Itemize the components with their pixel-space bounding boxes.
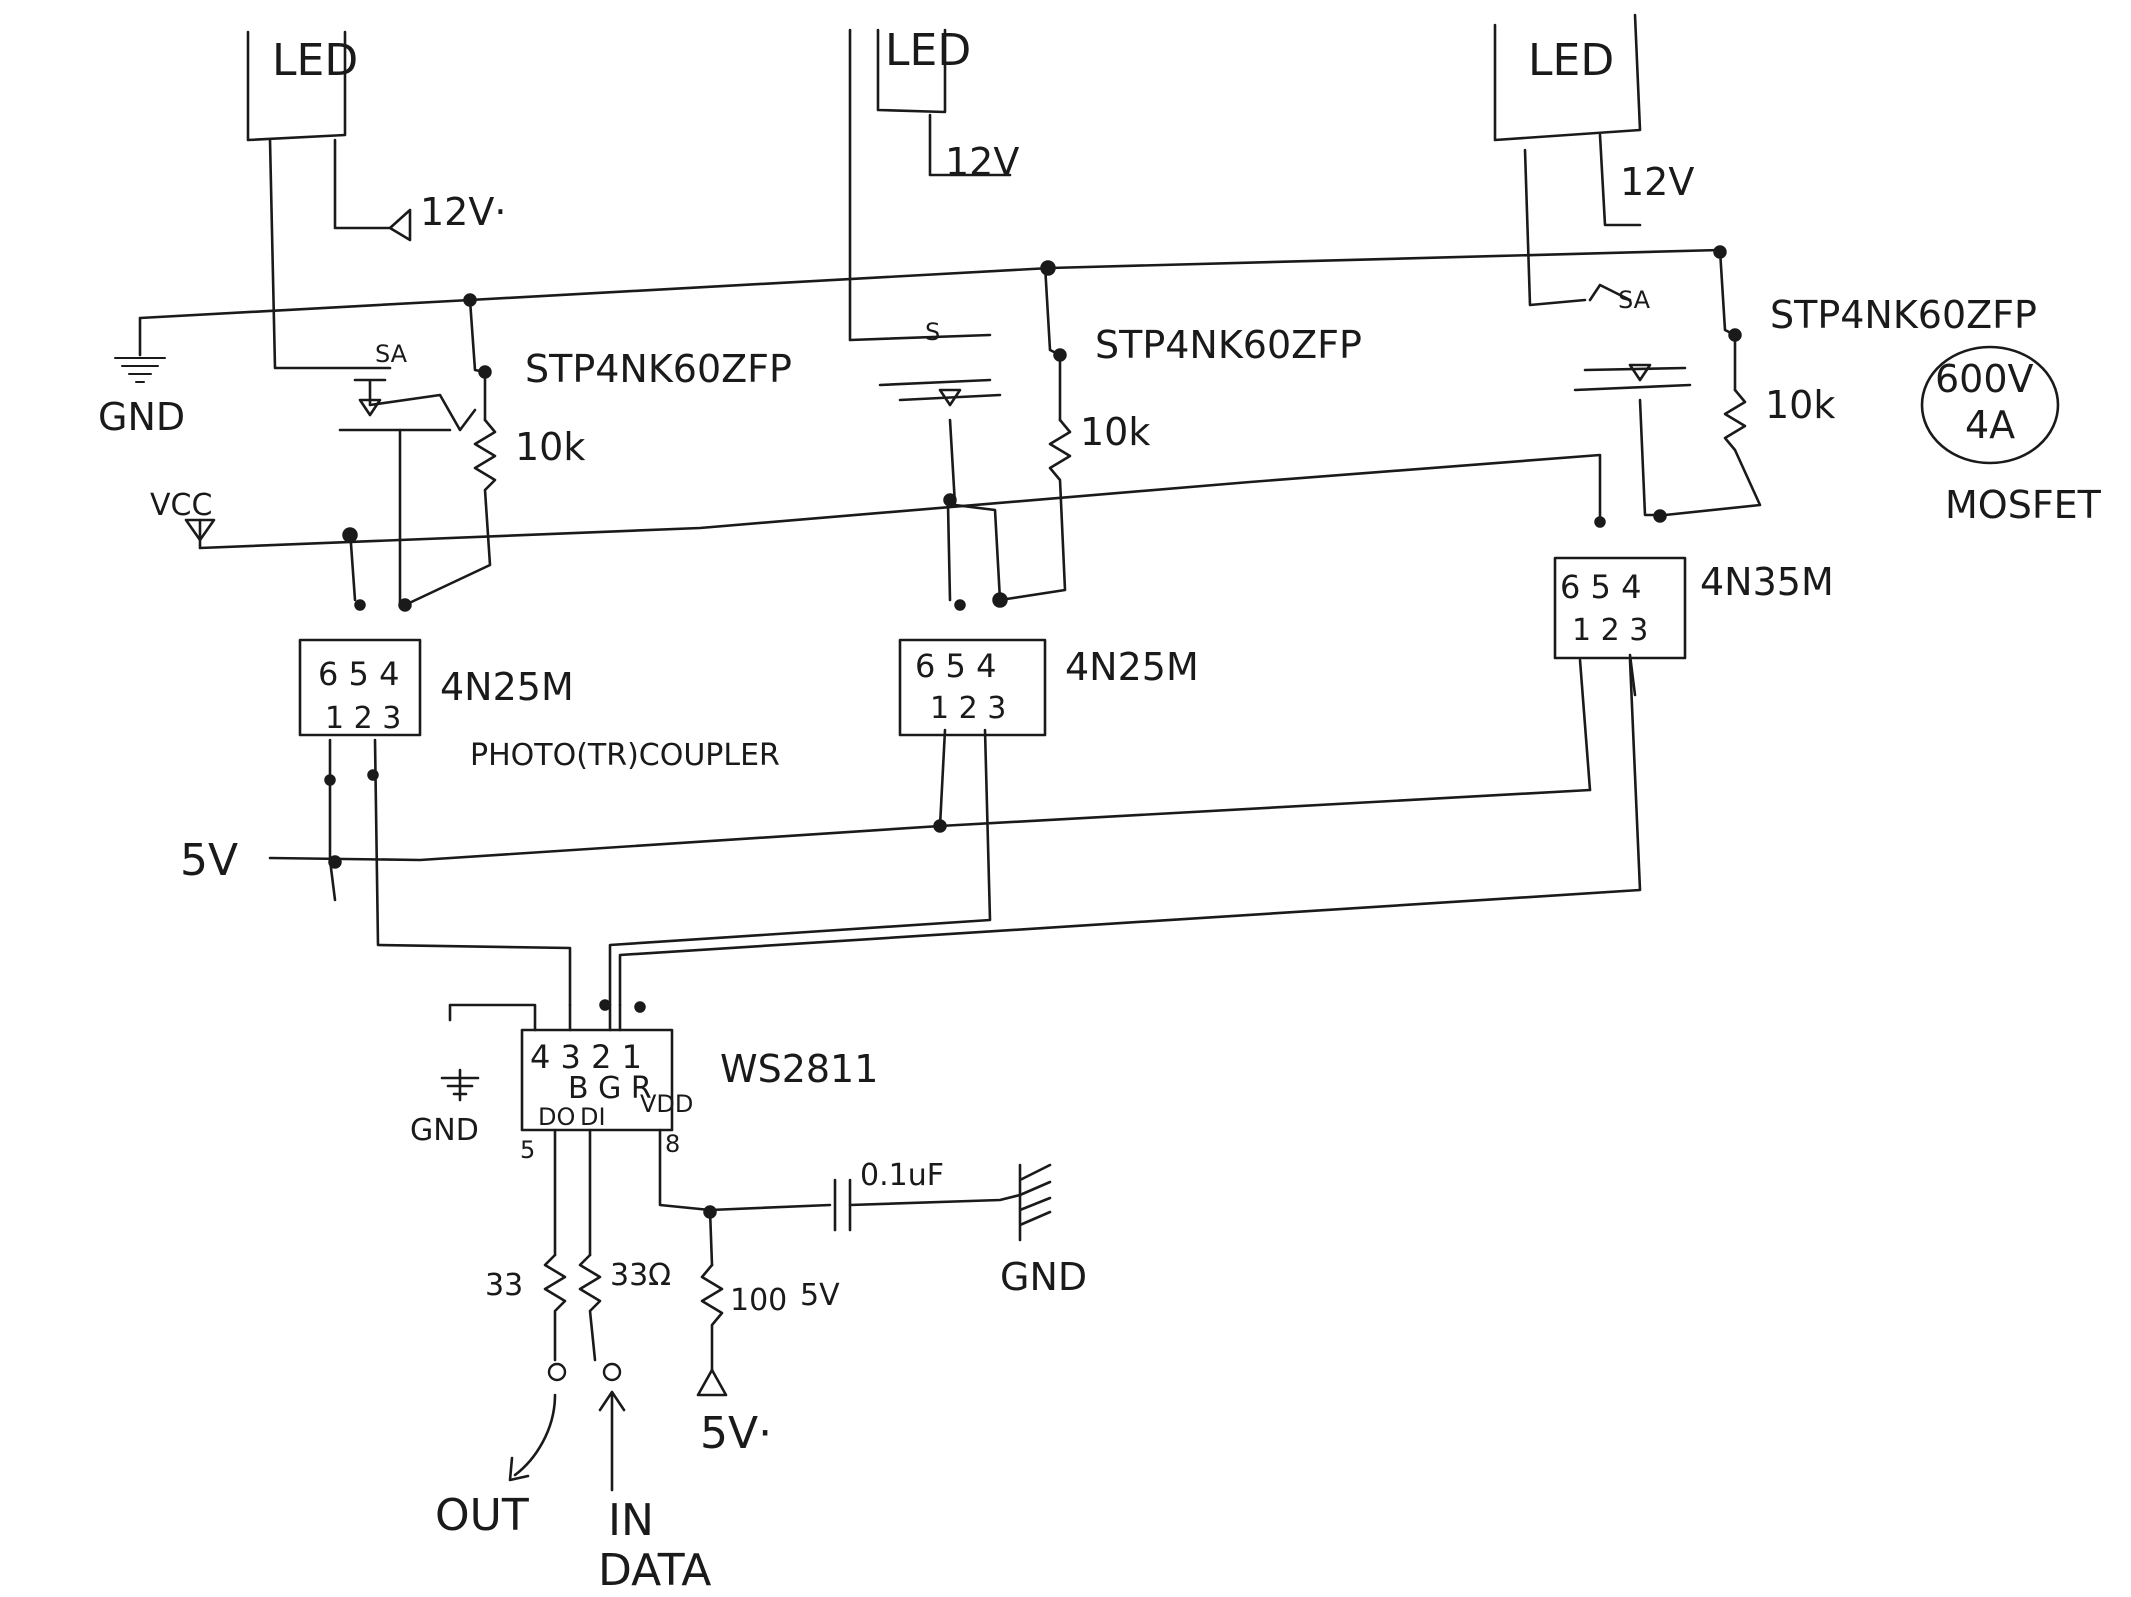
- resistor-3-label: 10k: [1765, 383, 1835, 427]
- mosfet-3-pin-mark: SA: [1618, 286, 1651, 314]
- gnd-rail-label: GND: [98, 395, 185, 439]
- opto-type-note: PHOTO(TR)COUPLER: [470, 738, 780, 773]
- led-2-label: LED: [885, 25, 971, 76]
- resistor-1-label: 10k: [515, 425, 585, 469]
- supply-1-label: 12V·: [420, 190, 506, 234]
- opto-1-box: [298, 638, 422, 737]
- r-in-label: 33Ω: [610, 1258, 671, 1293]
- ws2811-pin-di: DI: [580, 1103, 606, 1131]
- opto-3-pins-top: 6 5 4: [1560, 568, 1641, 606]
- mosfet-2-pin-mark: S: [925, 318, 940, 346]
- supply-3-label: 12V: [1620, 160, 1694, 204]
- opto-1-part: 4N25M: [440, 665, 574, 709]
- supply-2-label: 12V: [945, 140, 1019, 184]
- mosfet-1-part: STP4NK60ZFP: [525, 347, 792, 391]
- data-label: DATA: [598, 1545, 711, 1596]
- opto-3-part: 4N35M: [1700, 560, 1834, 604]
- in-terminal[interactable]: [602, 1362, 622, 1382]
- led-1-label: LED: [272, 35, 358, 86]
- r-out-label: 33: [485, 1268, 523, 1303]
- wiring: [114, 13, 1762, 1492]
- cap-gnd-label: GND: [1000, 1255, 1087, 1299]
- ws2811-gnd-label: GND: [410, 1113, 479, 1148]
- ws2811-channels: B G R: [568, 1071, 652, 1106]
- mosfet-3-part: STP4NK60ZFP: [1770, 293, 2037, 337]
- capacitor-label: 0.1uF: [860, 1158, 944, 1193]
- mosfet-type-label: MOSFET: [1945, 483, 2102, 527]
- five-v-rail-label: 5V: [180, 835, 238, 886]
- ws2811-pin-do: DO: [538, 1103, 575, 1131]
- mosfet-1-pin-mark: SA: [375, 340, 408, 368]
- opto-2-part: 4N25M: [1065, 645, 1199, 689]
- opto-2-box: [898, 638, 1047, 737]
- ws2811-pins-top: 4 3 2 1: [530, 1038, 642, 1076]
- r-vdd-label: 100: [730, 1283, 787, 1318]
- mosfet-rating-circle: [1920, 345, 2060, 465]
- ws2811-pin-vdd: VDD: [640, 1090, 693, 1118]
- ws2811-box: [520, 1028, 674, 1132]
- out-terminal[interactable]: [547, 1362, 567, 1382]
- opto-2-pins-bottom: 1 2 3: [930, 691, 1006, 726]
- vdd-supply-bottom-label: 5V·: [700, 1408, 772, 1459]
- ws2811-pin-5: 5: [520, 1136, 535, 1164]
- opto-1-pins-bottom: 1 2 3: [325, 701, 401, 736]
- ws2811-pin-8: 8: [665, 1130, 680, 1158]
- mosfet-rating-current: 4A: [1965, 403, 2015, 447]
- out-label: OUT: [435, 1490, 529, 1541]
- resistor-2-label: 10k: [1080, 410, 1150, 454]
- led-3-label: LED: [1528, 35, 1614, 86]
- junction-dots: [324, 245, 1742, 1219]
- ws2811-part: WS2811: [720, 1047, 878, 1091]
- opto-2-pins-top: 6 5 4: [915, 647, 996, 685]
- data-terminals: [547, 1362, 622, 1382]
- components: [298, 345, 2060, 1132]
- in-label: IN: [608, 1495, 654, 1546]
- opto-1-pins-top: 6 5 4: [318, 655, 399, 693]
- vcc-rail-label: VCC: [150, 488, 212, 523]
- opto-3-box: [1553, 556, 1687, 660]
- mosfet-2-part: STP4NK60ZFP: [1095, 323, 1362, 367]
- opto-3-pins-bottom: 1 2 3: [1572, 613, 1648, 648]
- mosfet-rating-voltage: 600V: [1935, 357, 2034, 401]
- vdd-supply-label: 5V: [800, 1278, 840, 1313]
